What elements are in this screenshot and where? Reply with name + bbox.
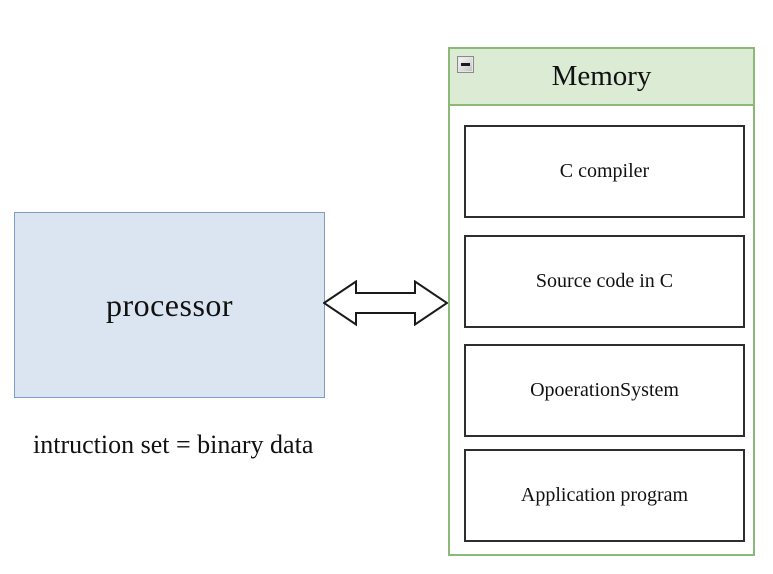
memory-block-label: Application program [520,484,689,506]
memory-block-application-program: Application program [464,449,745,542]
memory-header: Memory [450,49,753,106]
memory-panel: Memory C compiler Source code in C Opoer… [448,47,755,556]
minus-icon [461,63,470,66]
processor-box: processor [14,212,325,398]
memory-block-c-compiler: C compiler [464,125,745,218]
processor-memory-arrow-icon [322,279,449,327]
instruction-set-caption: intruction set = binary data [33,430,314,459]
memory-block-operation-system: OpoerationSystem [464,344,745,437]
memory-title: Memory [551,60,652,92]
memory-block-label: C compiler [559,160,650,182]
memory-block-source-code: Source code in C [464,235,745,328]
memory-block-label: OpoerationSystem [530,379,679,401]
processor-label: processor [105,286,234,323]
collapse-toggle-button[interactable] [457,56,474,73]
memory-block-label: Source code in C [535,270,674,292]
